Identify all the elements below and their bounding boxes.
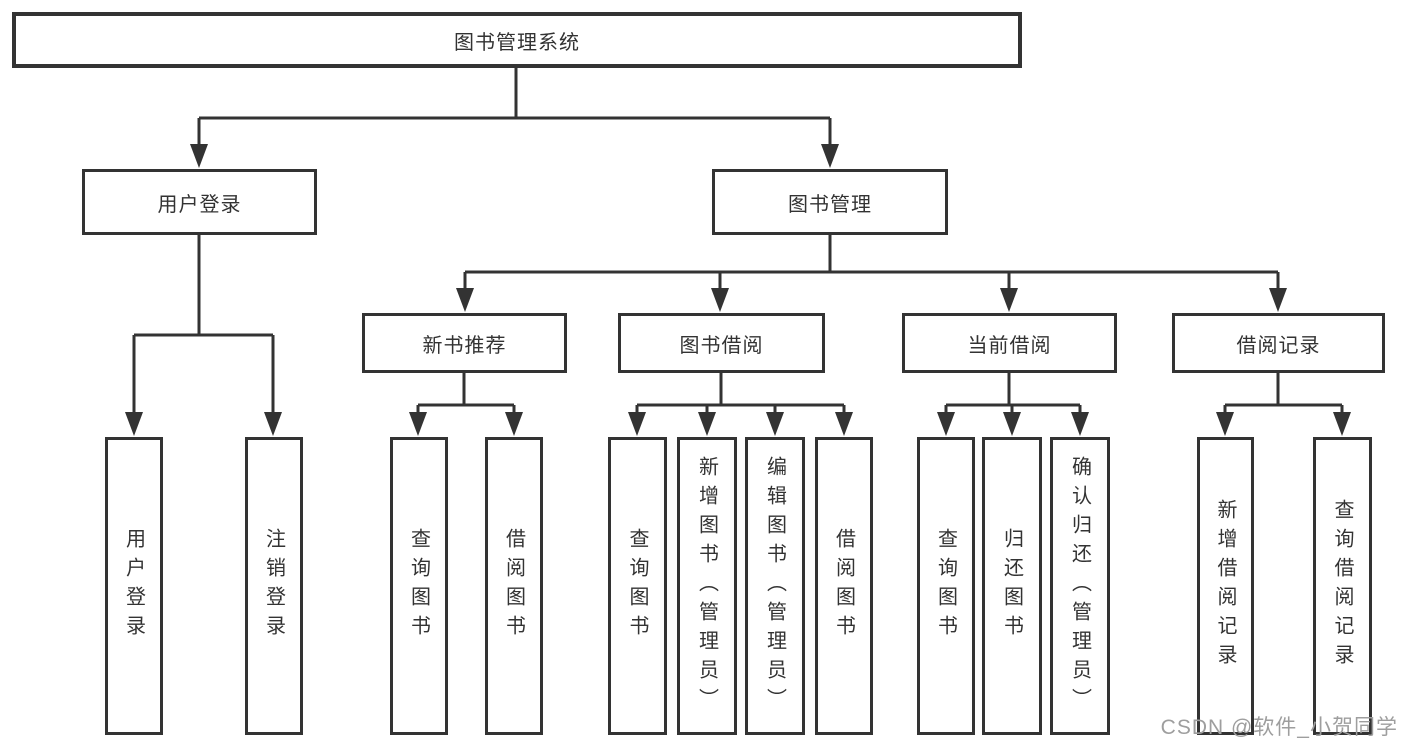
node-leaf-recommend-query-books: 查询图书	[390, 437, 448, 735]
leaf-label: 注销登录	[262, 528, 285, 644]
node-leaf-borrow-books: 借阅图书	[815, 437, 873, 735]
connector-userlogin-to-leaves	[132, 235, 275, 418]
node-current-borrow: 当前借阅	[902, 313, 1117, 373]
leaf-label: 查询图书	[626, 528, 648, 644]
node-leaf-add-borrow-record: 新增借阅记录	[1197, 437, 1254, 735]
leaf-label: 用户登录	[122, 528, 145, 644]
leaf-label: 查询借阅记录	[1331, 499, 1353, 673]
node-leaf-current-query-books: 查询图书	[917, 437, 975, 735]
node-user-login: 用户登录	[82, 169, 317, 235]
connector-current-to-leaves	[944, 373, 1082, 418]
connector-root-to-level2	[197, 68, 832, 150]
connector-bookmgmt-to-level3	[463, 235, 1280, 294]
leaf-label: 确认归还（管理员）	[1068, 455, 1091, 717]
connector-recommend-to-leaves	[416, 373, 516, 418]
arrowheads-recommend-leaves	[409, 412, 523, 436]
leaf-label: 借阅图书	[832, 528, 855, 644]
leaf-label: 编辑图书（管理员）	[763, 455, 786, 717]
node-leaf-query-borrow-record: 查询借阅记录	[1313, 437, 1372, 735]
arrowheads-level3	[456, 288, 1287, 312]
csdn-watermark: CSDN @软件_小贺同学	[1160, 716, 1398, 739]
node-root-library-system: 图书管理系统	[12, 12, 1022, 68]
node-leaf-logout: 注销登录	[245, 437, 303, 735]
leaf-label: 查询图书	[407, 528, 430, 644]
arrowheads-records-leaves	[1216, 412, 1351, 436]
leaf-label: 归还图书	[1000, 528, 1023, 644]
node-leaf-borrow-query-books: 查询图书	[608, 437, 667, 735]
leaf-label: 借阅图书	[502, 528, 525, 644]
node-leaf-add-books-admin: 新增图书（管理员）	[677, 437, 737, 735]
connector-records-to-leaves	[1223, 373, 1344, 418]
arrowheads-current-leaves	[937, 412, 1089, 436]
node-leaf-recommend-borrow-books: 借阅图书	[485, 437, 543, 735]
leaf-label: 查询图书	[934, 528, 957, 644]
node-book-management: 图书管理	[712, 169, 948, 235]
node-new-book-recommend: 新书推荐	[362, 313, 567, 373]
arrowheads-borrow-leaves	[628, 412, 853, 436]
leaf-label: 新增图书（管理员）	[695, 455, 718, 717]
arrowheads-userlogin-leaves	[125, 412, 282, 436]
leaf-label: 新增借阅记录	[1214, 499, 1236, 673]
node-leaf-return-books: 归还图书	[982, 437, 1042, 735]
node-book-borrow: 图书借阅	[618, 313, 825, 373]
node-leaf-user-login: 用户登录	[105, 437, 163, 735]
node-leaf-confirm-return-admin: 确认归还（管理员）	[1050, 437, 1110, 735]
node-borrow-records: 借阅记录	[1172, 313, 1385, 373]
node-leaf-edit-books-admin: 编辑图书（管理员）	[745, 437, 805, 735]
arrowheads-level2	[190, 144, 839, 168]
connector-borrow-to-leaves	[635, 373, 846, 418]
